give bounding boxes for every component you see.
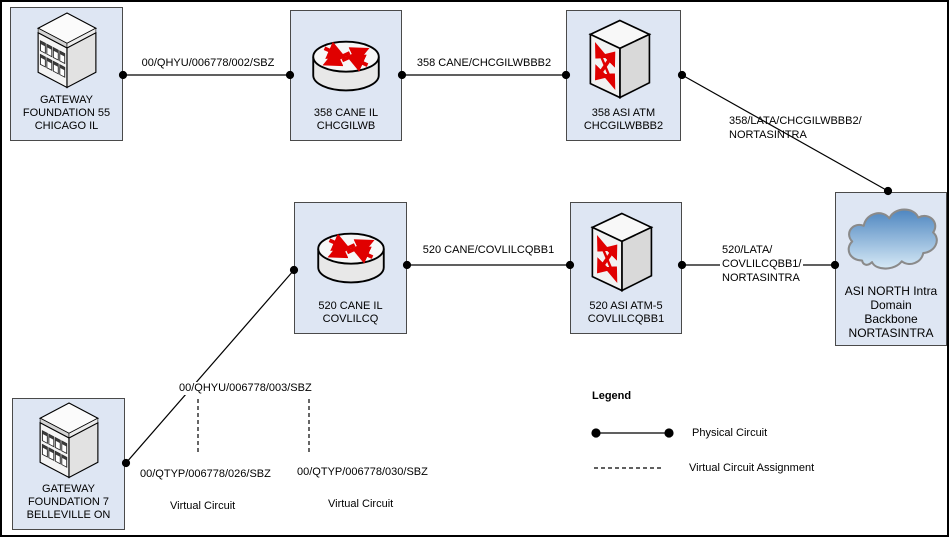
legend-physical-label: Physical Circuit	[692, 427, 768, 439]
node-label-line: CHCGILWBBB2	[583, 120, 664, 132]
node-label-line: Backbone	[864, 312, 918, 326]
circuit-label-line: 358/LATA/CHCGILWBBB2/	[729, 115, 862, 127]
legend-title: Legend	[592, 390, 632, 402]
atm-switch-icon	[585, 203, 667, 300]
virtual-circuit-1-caption: Virtual Circuit	[170, 500, 236, 512]
node-gateway-foundation-7: GATEWAY FOUNDATION 7 BELLEVILLE ON	[12, 398, 125, 530]
virtual-circuit-1-id: 00/QTYP/006778/026/SBZ	[140, 468, 271, 480]
legend-physical-sample	[591, 428, 674, 438]
circuit-label-gw7-cane520: 00/QHYU/006778/003/SBZ	[177, 382, 314, 395]
node-atm-520: 520 ASI ATM-5 COVLILCQBB1	[570, 202, 682, 334]
node-label-line: Domain	[870, 298, 912, 312]
circuit-label-cane520-atm520: 520 CANE/COVLILCQBB1	[422, 244, 555, 256]
node-label-line: 358 CANE IL	[313, 107, 379, 119]
circuit-label-gw55-cane358: 00/QHYU/006778/002/SBZ	[141, 57, 275, 69]
physical-circuit-cane520-atm520	[402, 260, 575, 270]
node-label-line: 520 ASI ATM-5	[589, 300, 663, 312]
circuit-label-atm358-backbone: 358/LATA/CHCGILWBBB2/ NORTASINTRA	[729, 114, 862, 142]
circuit-label-line: NORTASINTRA	[722, 272, 800, 284]
virtual-circuit-2-id: 00/QTYP/006778/030/SBZ	[297, 466, 428, 478]
node-label-line: GATEWAY	[42, 483, 95, 495]
node-label-line: GATEWAY	[40, 94, 93, 106]
node-label-line: COVLILCQBB1	[587, 313, 665, 325]
node-backbone-cloud: ASI NORTH Intra Domain Backbone NORTASIN…	[835, 192, 947, 346]
physical-circuit-gw7-cane520	[121, 265, 299, 468]
physical-circuit-cane358-atm358	[397, 70, 571, 80]
router-icon	[304, 203, 398, 300]
circuit-label-cane358-atm358: 358 CANE/CHCGILWBBB2	[416, 57, 552, 69]
node-label-line: FOUNDATION 7	[27, 496, 110, 508]
node-label-line: FOUNDATION 55	[22, 107, 111, 119]
node-gateway-foundation-55: GATEWAY FOUNDATION 55 CHICAGO IL	[10, 7, 123, 141]
physical-circuit-gw55-cane358	[118, 70, 295, 80]
node-cane-358: 358 CANE IL CHCGILWB	[290, 10, 402, 141]
legend-virtual-label: Virtual Circuit Assignment	[689, 462, 815, 474]
node-label-line: COVLILCQ	[322, 313, 379, 325]
atm-switch-icon	[583, 11, 665, 107]
node-label-line: BELLEVILLE ON	[26, 509, 111, 521]
circuit-label-line: COVLILCQBB1/	[722, 258, 802, 270]
router-icon	[299, 11, 393, 107]
building-icon	[29, 8, 105, 94]
node-label-line: CHCGILWB	[316, 120, 376, 132]
circuit-label-atm520-backbone: 520/LATA/ COVLILCQBB1/ NORTASINTRA	[720, 243, 804, 285]
building-icon	[31, 399, 107, 483]
circuit-label-line: 520/LATA/	[722, 244, 773, 256]
node-label-line: ASI NORTH Intra	[844, 284, 938, 298]
node-label-line: CHICAGO IL	[34, 120, 99, 132]
circuit-label-line: NORTASINTRA	[729, 129, 807, 141]
cloud-icon	[841, 193, 941, 284]
node-label-line: 520 CANE IL	[318, 300, 383, 312]
node-atm-358: 358 ASI ATM CHCGILWBBB2	[566, 10, 681, 141]
virtual-circuit-2-caption: Virtual Circuit	[328, 498, 394, 510]
node-label-line: NORTASINTRA	[848, 326, 934, 340]
node-label-line: 358 ASI ATM	[591, 107, 656, 119]
node-cane-520: 520 CANE IL COVLILCQ	[294, 202, 407, 334]
